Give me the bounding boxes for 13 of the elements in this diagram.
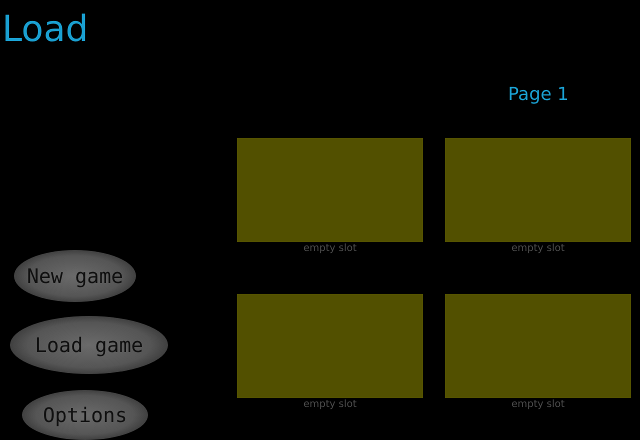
- save-slot: [237, 294, 423, 398]
- slot-caption: empty slot: [510, 243, 566, 255]
- menu-button: Load game: [10, 316, 168, 374]
- save-slot: [445, 138, 631, 242]
- save-slot: [445, 294, 631, 398]
- menu-button: New game: [14, 250, 136, 302]
- menu-button: Options: [22, 390, 148, 440]
- slot-caption: empty slot: [302, 399, 358, 411]
- screen-title: Load: [2, 8, 88, 52]
- slot-caption: empty slot: [510, 399, 566, 411]
- save-slot: [237, 138, 423, 242]
- slot-caption: empty slot: [302, 243, 358, 255]
- page-indicator: Page 1: [508, 84, 569, 106]
